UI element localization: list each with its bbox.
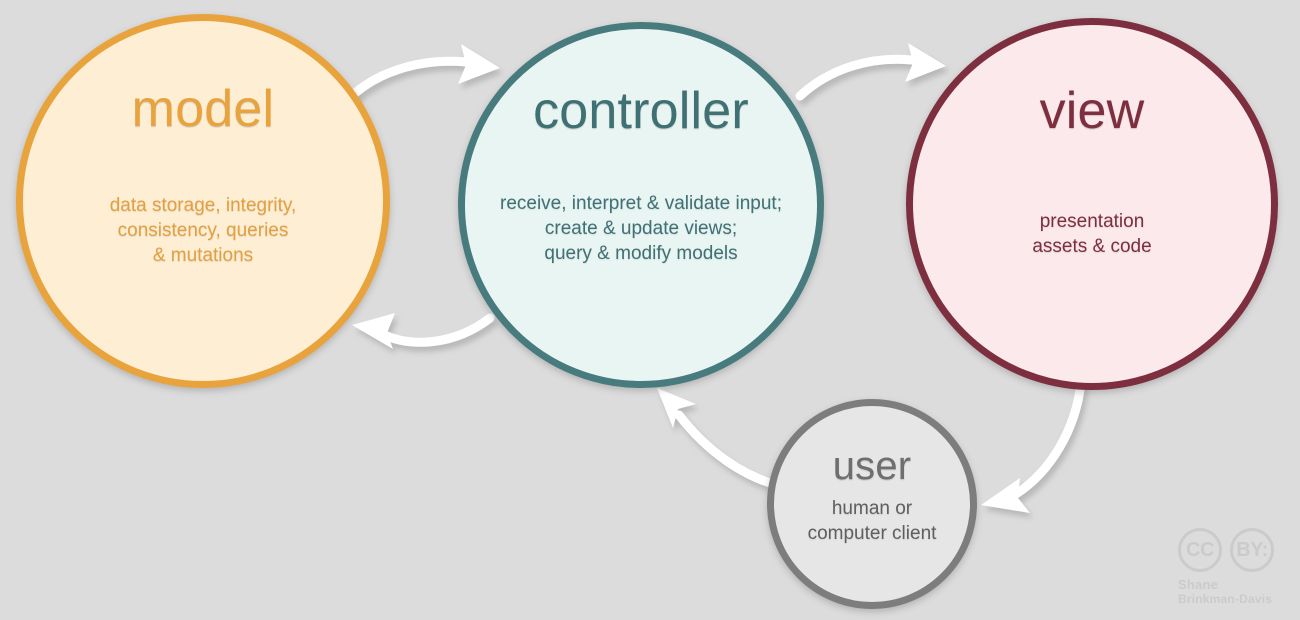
author-name-line2: Brinkman-Davis (1178, 592, 1273, 606)
creative-commons-icon: CC (1178, 528, 1222, 572)
node-user[interactable]: user human or computer client (767, 399, 977, 609)
node-view-title: view (1039, 82, 1145, 140)
node-model-description-line: data storage, integrity, (109, 195, 297, 216)
node-user-title: user (832, 444, 912, 488)
node-controller-description-line: create & update views; (544, 218, 738, 240)
node-view-description-line: presentation (1039, 211, 1145, 232)
node-view-description: presentation assets & code (967, 209, 1217, 259)
arrow-model-to-controller (339, 44, 500, 109)
arrow-user-to-controller (657, 388, 790, 492)
node-user-description-line: human or (831, 498, 913, 519)
node-model-title: model (131, 80, 275, 138)
node-controller[interactable]: controller receive, interpret & validate… (458, 22, 824, 388)
node-controller-description: receive, interpret & validate input; cre… (476, 191, 806, 266)
node-controller-title: controller (533, 82, 749, 140)
arrow-controller-to-view (795, 43, 946, 101)
node-controller-description-line: receive, interpret & validate input; (500, 193, 782, 214)
node-model-description: data storage, integrity, consistency, qu… (73, 193, 333, 268)
author-name-line1: Shane (1178, 577, 1219, 592)
attribution-by-icon: BY: (1230, 528, 1274, 572)
node-view[interactable]: view presentation assets & code (906, 18, 1278, 390)
node-user-description: human or computer client (777, 496, 967, 546)
arrow-view-to-user (981, 377, 1086, 513)
node-model-description-line: & mutations (152, 245, 254, 267)
node-user-description-line: computer client (807, 523, 937, 545)
node-model[interactable]: model data storage, integrity, consisten… (16, 14, 390, 388)
node-model-description-line: consistency, queries (117, 220, 289, 242)
node-view-description-line: assets & code (1032, 236, 1152, 258)
arrow-controller-to-model (352, 313, 495, 349)
creative-commons-badge[interactable]: CC BY: Shane Brinkman-Davis (1178, 528, 1290, 612)
node-controller-description-line: query & modify models (544, 243, 738, 265)
